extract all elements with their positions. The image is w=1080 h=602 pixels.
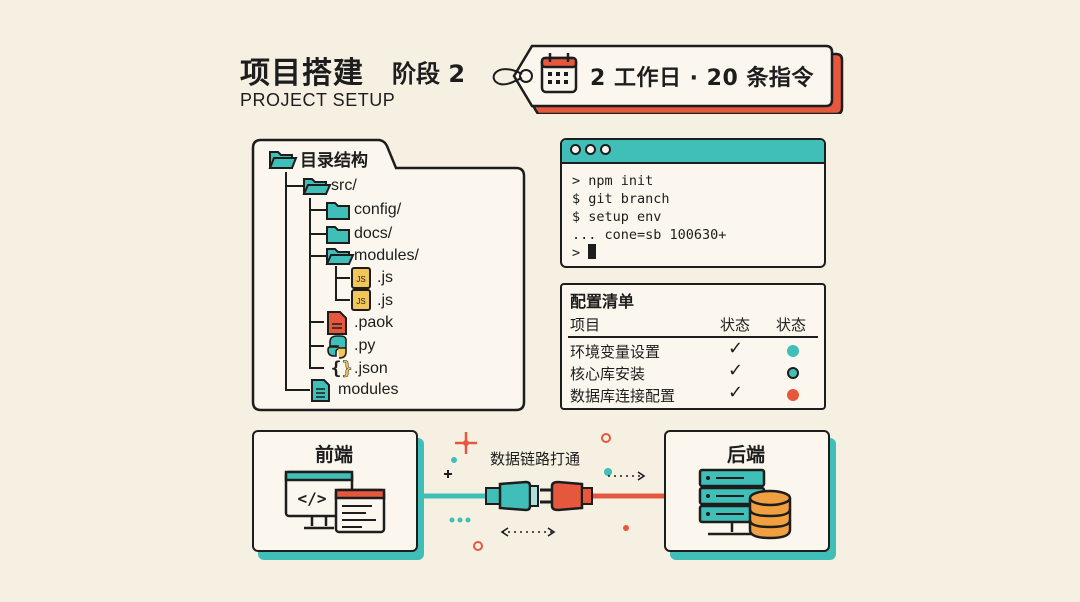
terminal-output[interactable]: > npm init $ git branch $ setup env ... con… <box>562 164 824 266</box>
window-dot[interactable] <box>585 144 596 155</box>
status-dot <box>787 345 799 357</box>
code-glyph: </> <box>298 489 327 508</box>
tree-item-js-2[interactable]: .js <box>377 292 393 309</box>
tree-item-py[interactable]: .py <box>354 337 376 354</box>
folder-icon <box>268 151 298 169</box>
config-checklist <box>560 283 826 410</box>
svg-text:{: { <box>331 358 342 379</box>
check-icon: ✓ <box>728 338 744 359</box>
terminal-line: > npm init <box>572 173 654 189</box>
tree-item-src[interactable]: src/ <box>331 177 357 194</box>
tree-item-docs[interactable]: docs/ <box>354 225 393 242</box>
svg-text:}: } <box>342 358 353 379</box>
tree-item-json[interactable]: .json <box>354 360 388 377</box>
status-dot <box>787 367 799 379</box>
duration-text: 2 工作日 · 20 条指令 <box>590 66 814 91</box>
tree-item-config[interactable]: config/ <box>354 201 402 218</box>
svg-text:JS: JS <box>356 275 365 284</box>
data-link-connector <box>418 432 664 551</box>
terminal-cursor <box>588 244 597 259</box>
orange-plug-icon <box>540 480 593 512</box>
checklist-header-status-2: 状态 <box>776 316 807 334</box>
page-subtitle: PROJECT SETUP <box>240 90 396 110</box>
duration-tag <box>492 44 844 114</box>
tree-item-js-1[interactable]: .js <box>377 269 393 286</box>
tree-item-modules[interactable]: modules/ <box>354 247 419 264</box>
checklist-header-item: 项目 <box>570 316 601 334</box>
tree-item-modules-doc[interactable]: modules <box>338 381 399 398</box>
terminal-line: $ setup env <box>572 209 662 225</box>
terminal-window: > npm init $ git branch $ setup env ... con… <box>560 138 826 268</box>
status-dot <box>787 389 799 401</box>
directory-panel: JS JS { } <box>251 138 526 412</box>
checklist-row-core: 核心库安装 <box>570 365 646 383</box>
backend-title: 后端 <box>727 444 766 466</box>
terminal-prompt: > <box>572 245 589 261</box>
window-dot[interactable] <box>600 144 611 155</box>
frontend-title: 前端 <box>315 444 354 466</box>
checklist-header-status: 状态 <box>720 316 751 334</box>
window-dot[interactable] <box>570 144 581 155</box>
check-icon: ✓ <box>728 382 744 403</box>
calendar-icon <box>540 53 578 94</box>
terminal-line: $ git branch <box>572 191 670 207</box>
tree-item-paok[interactable]: .paok <box>354 314 394 331</box>
frontend-code-icon: </> <box>284 470 386 534</box>
page-title: 项目搭建 <box>240 56 364 91</box>
stage-label: 阶段 2 <box>392 60 466 88</box>
check-icon: ✓ <box>728 360 744 381</box>
server-database-icon <box>698 468 792 540</box>
directory-title: 目录结构 <box>300 151 368 171</box>
svg-text:JS: JS <box>356 297 365 306</box>
checklist-title: 配置清单 <box>570 292 635 311</box>
checklist-row-env: 环境变量设置 <box>570 343 661 361</box>
link-label: 数据链路打通 <box>490 450 581 468</box>
teal-plug-icon <box>485 480 539 512</box>
checklist-row-db: 数据库连接配置 <box>570 387 676 405</box>
checklist-divider <box>568 336 818 338</box>
terminal-line: ... cone=sb 100630+ <box>572 227 727 243</box>
terminal-titlebar <box>562 140 824 164</box>
